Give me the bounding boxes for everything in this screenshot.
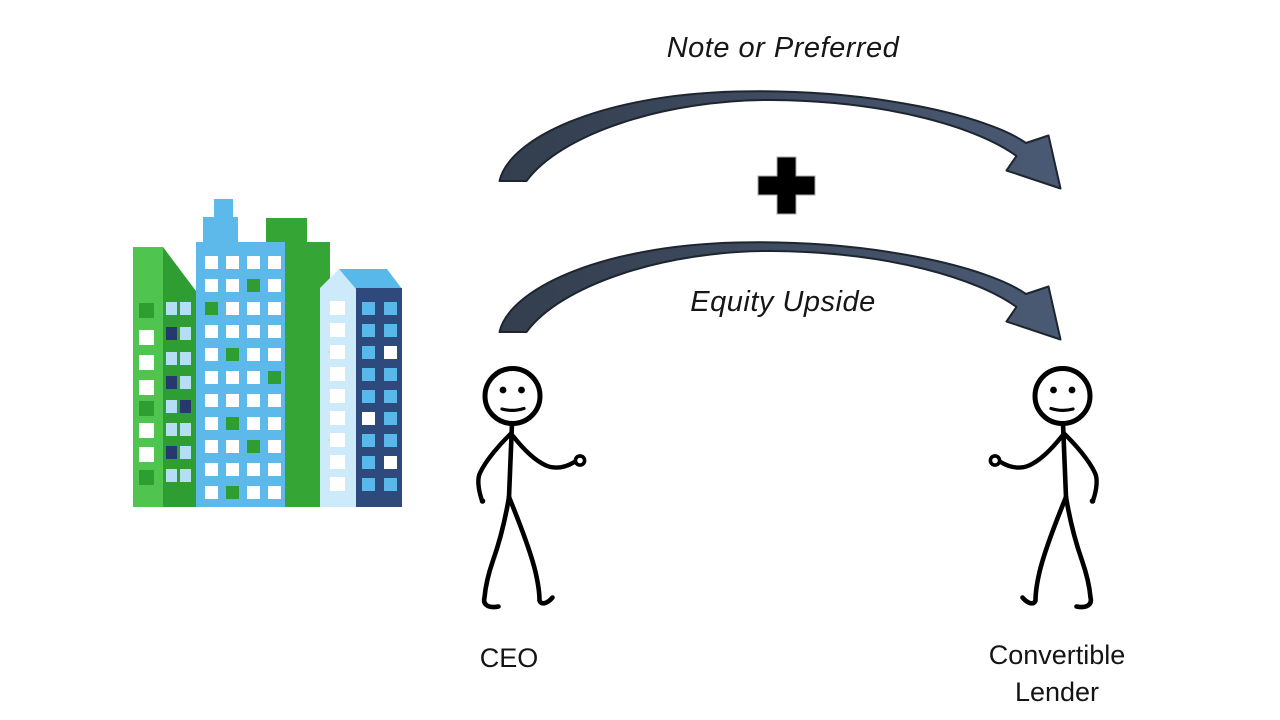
windows-green (139, 279, 281, 499)
stick-figure-ceo (478, 369, 584, 608)
company-buildings-illustration (133, 199, 402, 507)
windows-white (139, 256, 397, 499)
arrow-label-bottom: Equity Upside (690, 286, 876, 318)
arrow-label-top: Note or Preferred (666, 32, 900, 64)
actor-label-convertible-lender: Convertible Lender (988, 640, 1126, 707)
windows-sky-blue (362, 302, 397, 491)
windows-light-blue (166, 302, 191, 482)
windows-navy (166, 327, 191, 459)
stick-figure-convertible-lender (990, 369, 1096, 608)
actor-label-ceo: CEO (479, 643, 539, 673)
plus-icon (757, 156, 816, 215)
